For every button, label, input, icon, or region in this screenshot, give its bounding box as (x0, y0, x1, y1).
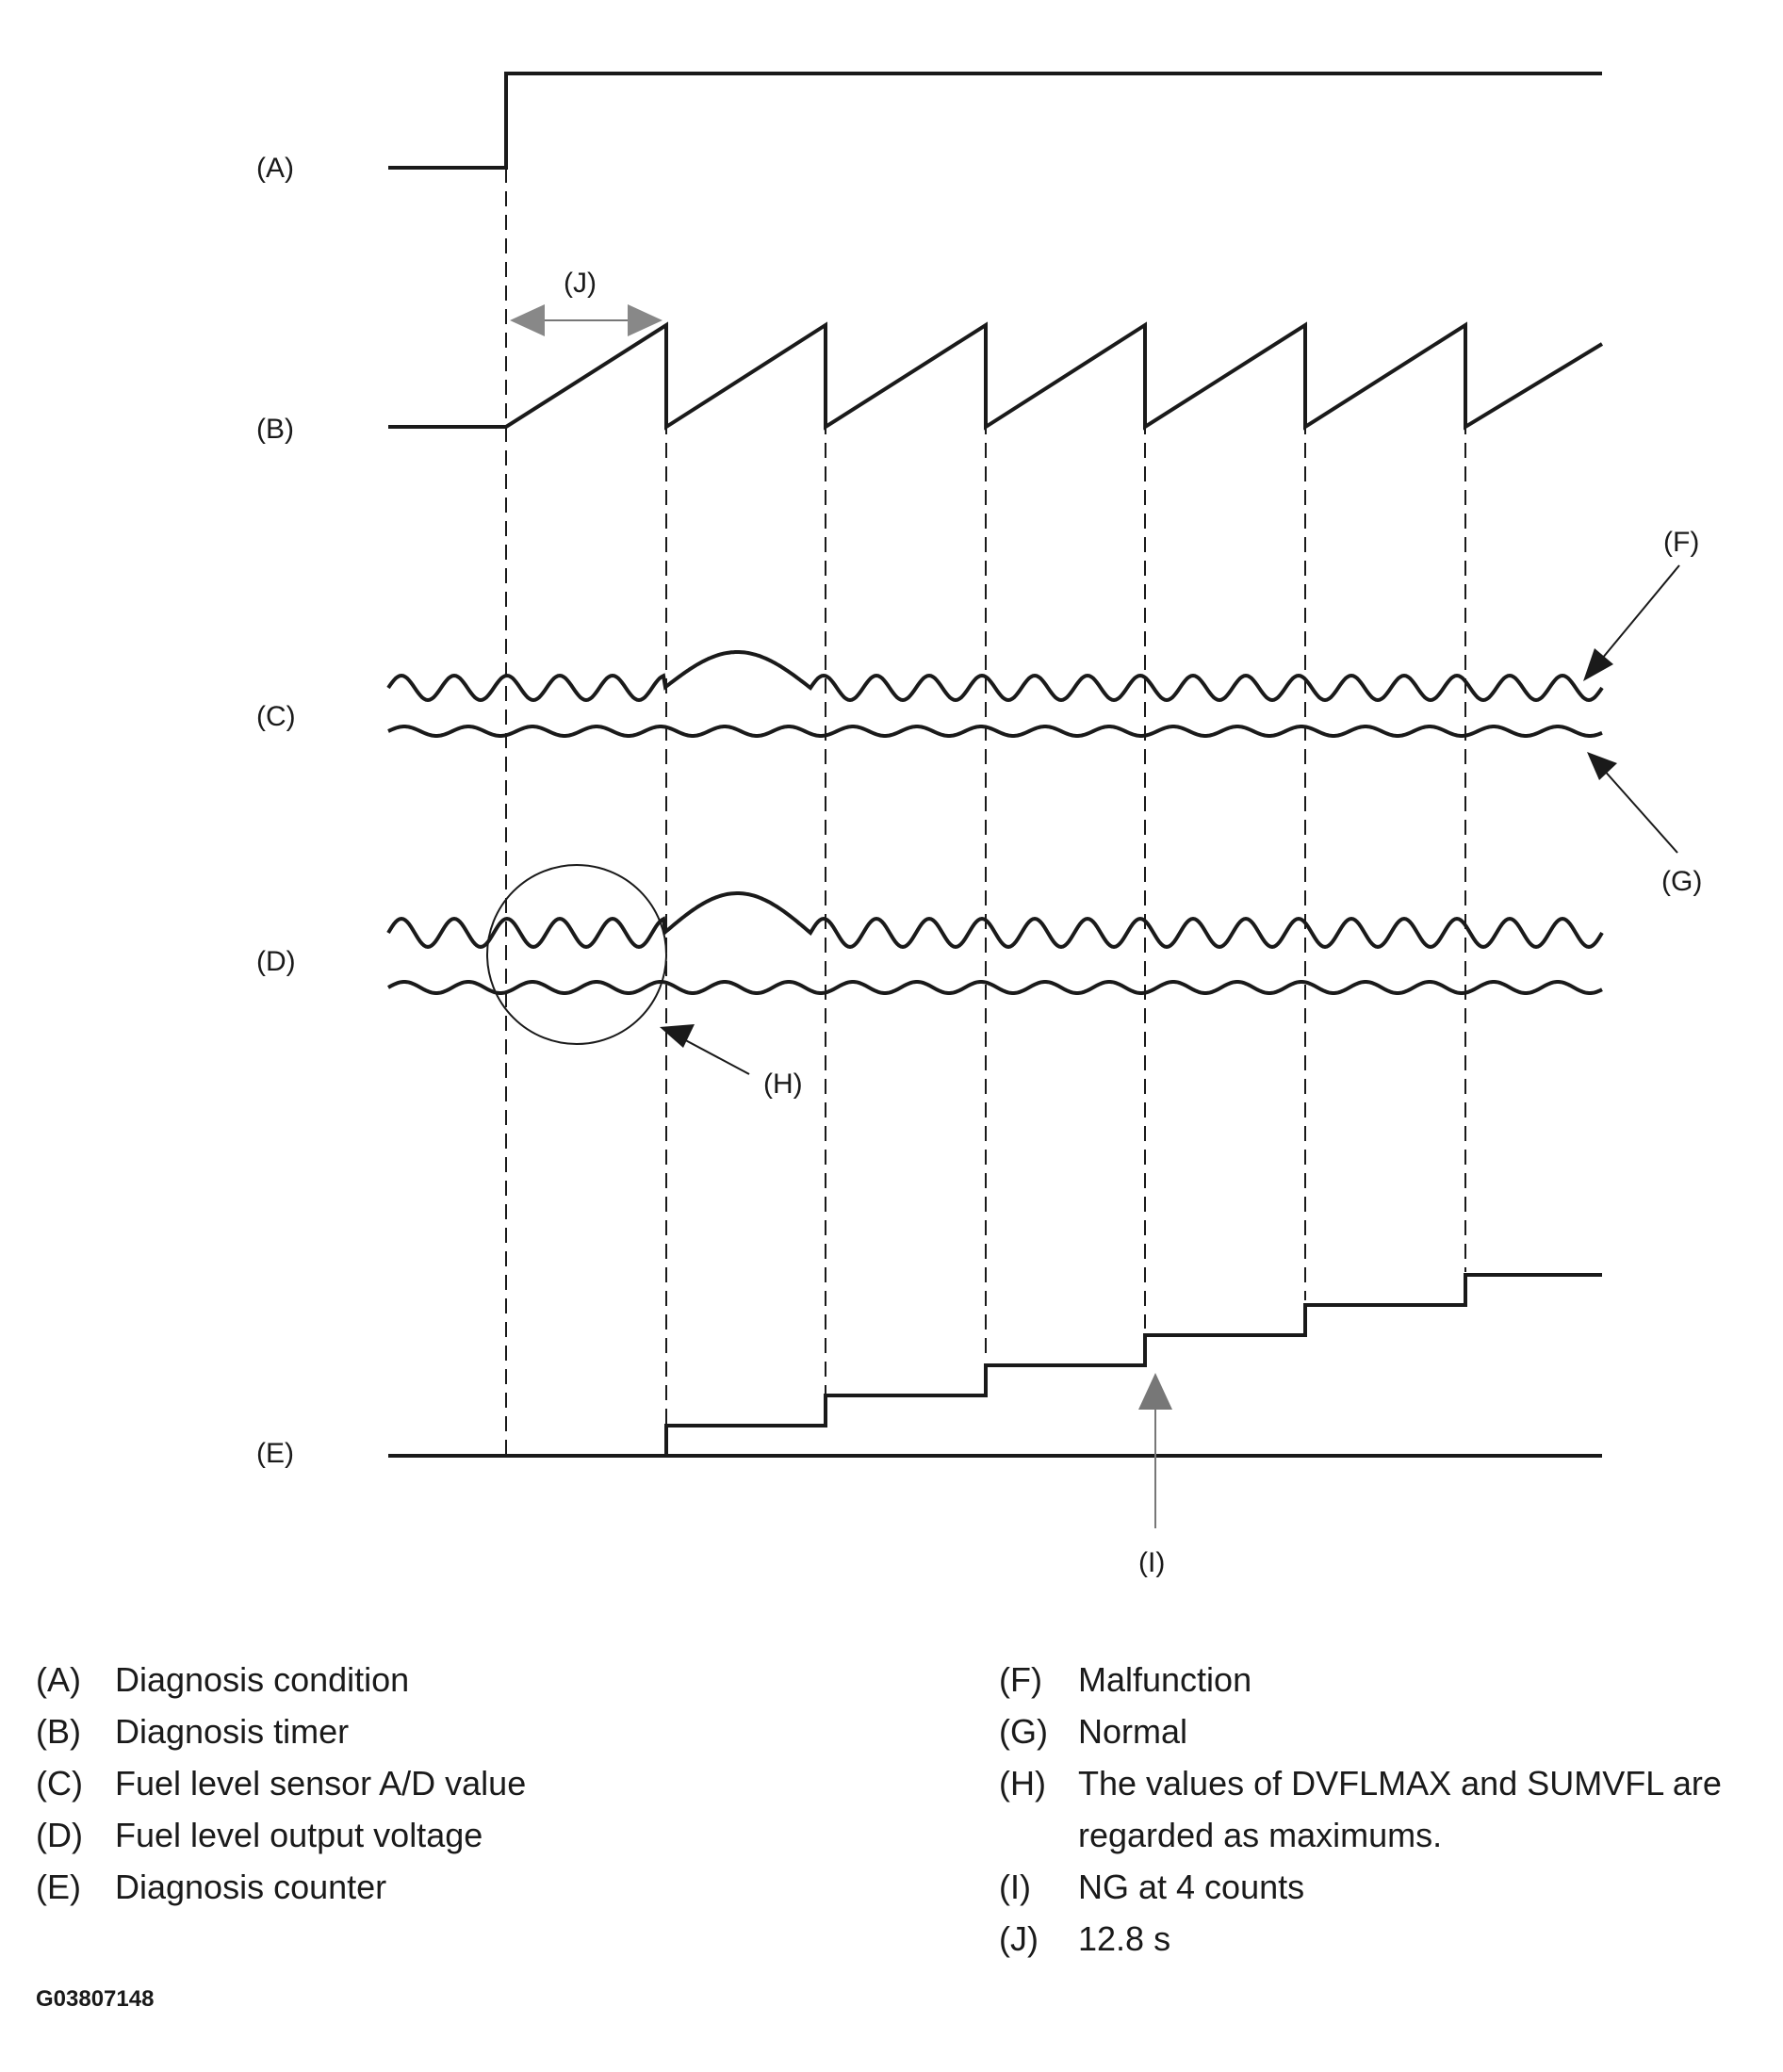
signal-label-a: (A) (256, 153, 294, 184)
legend-text: Diagnosis counter (115, 1868, 387, 1906)
legend-text: Diagnosis timer (115, 1712, 350, 1751)
callout-g-arrowhead (1587, 752, 1617, 780)
legend-text: Diagnosis condition (115, 1660, 410, 1699)
legend-item: (H) The values of DVFLMAX and SUMVFL are … (999, 1757, 1772, 1861)
legend-key: (E) (36, 1868, 81, 1906)
fuel-sensor-ad-signal (386, 650, 1604, 738)
signal-label-e: (E) (256, 1438, 294, 1469)
legend-item: (E) Diagnosis counter (36, 1861, 884, 1913)
legend-key: (G) (999, 1712, 1048, 1751)
voltage-malfunction-wave (386, 891, 1604, 950)
callout-f: (F) (1663, 527, 1699, 558)
callout-g-line (1601, 767, 1678, 854)
figure-id: G03807148 (36, 1986, 155, 2012)
legend-text: 12.8 s (1078, 1919, 1171, 1958)
interval-j-right-arrow (628, 304, 662, 336)
legend-text: The values of DVFLMAX and SUMVFL are reg… (1078, 1764, 1722, 1854)
diagnosis-timer-signal (388, 321, 1604, 431)
legend-key: (D) (36, 1816, 83, 1854)
legend-text: Malfunction (1078, 1660, 1252, 1699)
legend-item: (J) 12.8 s (999, 1913, 1772, 1965)
legend-text: Normal (1078, 1712, 1188, 1751)
voltage-normal-wave (387, 980, 1603, 995)
legend-text: Fuel level output voltage (115, 1816, 483, 1854)
legend-item: (G) Normal (999, 1705, 1772, 1757)
legend-key: (J) (999, 1919, 1039, 1958)
legend-item: (A) Diagnosis condition (36, 1654, 884, 1705)
ad-malfunction-wave (386, 650, 1604, 703)
callout-i-arrowhead (1138, 1373, 1172, 1410)
signal-label-c: (C) (256, 701, 296, 732)
legend-item: (C) Fuel level sensor A/D value (36, 1757, 884, 1809)
evaluation-window-circle (486, 864, 667, 1045)
diagnosis-counter-signal (388, 1273, 1602, 1458)
callout-i: (I) (1138, 1547, 1165, 1578)
legend-key: (B) (36, 1712, 81, 1751)
fuel-output-voltage-signal (386, 891, 1604, 995)
timing-diagram: (A) (B) (C) (D) (E) (J) (F) (256, 72, 1702, 1578)
legend-key: (F) (999, 1660, 1042, 1699)
callout-f-line (1596, 564, 1680, 665)
interval-j-left-arrow (510, 304, 545, 336)
legend-key: (H) (999, 1764, 1046, 1803)
callout-h-arrowhead (660, 1024, 695, 1048)
interval-j-marker: (J) (510, 268, 662, 336)
legend-item: (B) Diagnosis timer (36, 1705, 884, 1757)
legend-key: (C) (36, 1764, 83, 1803)
reference-lines (505, 168, 1466, 1456)
legend-key: (A) (36, 1660, 81, 1699)
signal-label-b: (B) (256, 414, 294, 445)
signal-label-d: (D) (256, 946, 296, 977)
ng-count-callout: (I) (1138, 1373, 1172, 1578)
callout-h: (H) (763, 1069, 803, 1100)
maximum-values-callout: (H) (660, 1024, 803, 1100)
ad-normal-wave (387, 725, 1603, 738)
normal-callout: (G) (1587, 752, 1702, 897)
callout-g: (G) (1661, 866, 1702, 897)
legend-text: Fuel level sensor A/D value (115, 1764, 527, 1803)
malfunction-callout: (F) (1583, 527, 1699, 681)
legend-item: (D) Fuel level output voltage (36, 1809, 884, 1861)
legend-text: NG at 4 counts (1078, 1868, 1305, 1906)
legend-item: (F) Malfunction (999, 1654, 1772, 1705)
callout-f-arrowhead (1583, 648, 1613, 681)
diagnosis-condition-signal (388, 72, 1602, 170)
legend-left: (A) Diagnosis condition (B) Diagnosis timer… (36, 1654, 884, 1913)
legend-key: (I) (999, 1868, 1031, 1906)
callout-j: (J) (564, 268, 597, 299)
legend-item: (I) NG at 4 counts (999, 1861, 1772, 1913)
callout-h-line (678, 1036, 750, 1075)
legend-right: (F) Malfunction (G) Normal (H) The values of … (999, 1654, 1772, 1965)
